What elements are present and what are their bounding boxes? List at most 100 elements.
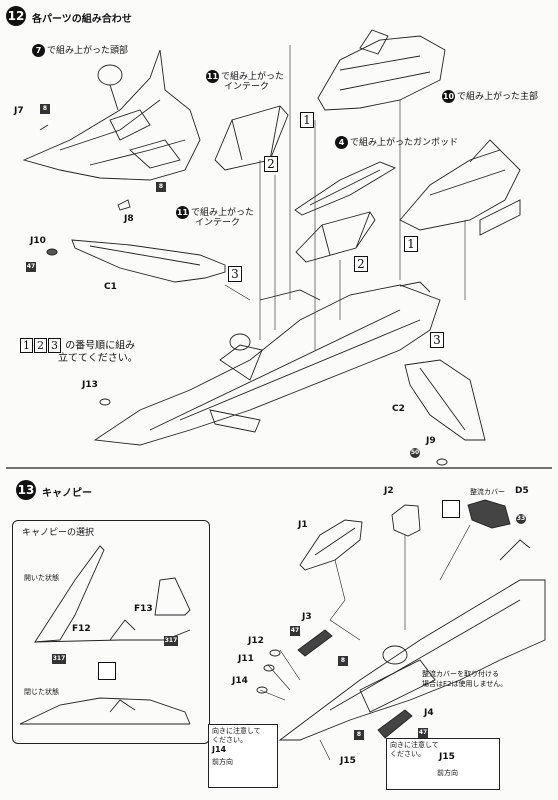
paint-code-47a: 47 xyxy=(290,626,300,636)
part-label-j7: J7 xyxy=(14,106,24,116)
fairing-note-line1: 整流カバーを取り付ける xyxy=(422,670,499,678)
part-label-j2: J2 xyxy=(384,486,394,496)
direction-note-right: 向きに注意して ください。 J15 前方向 xyxy=(386,738,500,790)
order-note-line2: 立ててください。 xyxy=(58,353,138,364)
part-label-c1: C1 xyxy=(104,282,117,292)
part-label-j13: J13 xyxy=(82,380,98,390)
step-13-title: キャノピー xyxy=(42,488,92,499)
callout-gunpod-number: 4 xyxy=(335,136,348,149)
step-12-title: 各パーツの組み合わせ xyxy=(32,14,132,25)
callout-intake-upper-text1: で組み上がった xyxy=(221,72,285,82)
main-body-drawing xyxy=(399,139,521,236)
step-12-number: 12 xyxy=(6,6,26,26)
direction-left-front: 前方向 xyxy=(212,758,233,766)
part-j4-drawing xyxy=(377,709,413,739)
intake-upper-drawing xyxy=(214,105,289,171)
head-assembly-drawing xyxy=(22,49,201,211)
order-box-2b: 2 xyxy=(354,256,368,272)
canopy-j2-drawing xyxy=(391,504,421,537)
paint-code-8b: 8 xyxy=(156,182,166,192)
canopy-selection-panel xyxy=(12,520,210,744)
part-label-c2: C2 xyxy=(392,404,405,414)
direction-left-part: J14 xyxy=(212,745,227,754)
paint-code-8d: 8 xyxy=(354,730,364,740)
callout-head-number: 7 xyxy=(32,44,45,57)
callout-intake-lower-text1: で組み上がった xyxy=(191,208,255,218)
gunpod-drawing xyxy=(294,161,397,216)
part-label-j15: J15 xyxy=(340,756,356,766)
callout-intake-lower-number: 11 xyxy=(176,206,189,219)
canopy-j1-drawing xyxy=(299,519,363,571)
step-13-number: 13 xyxy=(16,480,36,500)
order-box-1a: 1 xyxy=(300,112,314,128)
canopy-open-drawing xyxy=(34,545,191,643)
part-label-f13: F13 xyxy=(134,604,153,614)
direction-note-left: 向きに注意して ください。 J14 前方向 xyxy=(208,724,278,788)
direction-right-part: J15 xyxy=(439,752,455,762)
wing-c2-drawing xyxy=(404,359,486,441)
callout-intake-upper-text2: インテーク xyxy=(224,82,270,92)
part-label-j12: J12 xyxy=(248,636,264,646)
fairing-d5-drawing xyxy=(467,499,511,529)
wing-c1-drawing xyxy=(71,239,226,283)
fit-symbol-icon-2 xyxy=(442,500,460,518)
direction-right-line2: ください。 xyxy=(390,750,425,758)
fairing-note-line2: 場合はF2は使用しません。 xyxy=(422,680,508,688)
callout-gunpod-text: で組み上がったガンポッド xyxy=(350,138,459,148)
direction-right-line1: 向きに注意して xyxy=(390,741,439,749)
paint-code-8c: 8 xyxy=(338,656,348,666)
callout-main-body-text: で組み上がった主部 xyxy=(457,92,539,102)
part-label-j14: J14 xyxy=(232,676,248,686)
part-label-j10: J10 xyxy=(30,236,46,246)
canopy-closed-label: 閉じた状態 xyxy=(24,688,59,696)
direction-left-line2: ください。 xyxy=(212,736,247,744)
order-box-1b: 1 xyxy=(404,236,418,252)
paint-code-33: 33 xyxy=(516,514,526,524)
fuselage-drawing xyxy=(93,281,441,446)
order-note-box-1: 1 xyxy=(20,338,33,353)
order-box-3a: 3 xyxy=(228,266,242,282)
callout-intake-upper-number: 11 xyxy=(206,70,219,83)
part-label-j8: J8 xyxy=(124,214,134,224)
callout-head-text: で組み上がった頭部 xyxy=(47,46,129,56)
part-label-j1: J1 xyxy=(298,520,308,530)
callout-main-body-number: 10 xyxy=(442,90,455,103)
order-box-3b: 3 xyxy=(430,332,444,348)
forward-fuselage-drawing xyxy=(278,539,546,741)
part-label-j4: J4 xyxy=(424,708,434,718)
callout-intake-lower-text2: インテーク xyxy=(195,218,241,228)
paint-code-8a: 8 xyxy=(40,104,50,114)
part-label-j3: J3 xyxy=(302,612,312,622)
intake-lower-drawing xyxy=(295,211,376,263)
paint-code-317b: 317 xyxy=(164,636,178,646)
part-label-j11: J11 xyxy=(238,654,254,664)
upper-body-drawing xyxy=(317,29,446,111)
direction-right-front: 前方向 xyxy=(437,769,458,777)
part-j3-drawing xyxy=(297,629,333,657)
paint-code-50: 50 xyxy=(410,448,420,458)
fit-symbol-icon xyxy=(98,662,116,680)
canopy-closed-drawing xyxy=(19,697,191,725)
part-label-j9: J9 xyxy=(426,436,436,446)
canopy-open-label: 開いた状態 xyxy=(24,574,59,582)
paint-code-47: 47 xyxy=(26,262,36,272)
paint-code-317a: 317 xyxy=(52,654,66,664)
paint-code-47b: 47 xyxy=(418,728,428,738)
part-label-d5: D5 xyxy=(515,486,529,496)
order-note-box-3: 3 xyxy=(48,338,61,353)
order-note-line1: の番号順に組み xyxy=(65,340,136,352)
order-box-2a: 2 xyxy=(264,156,278,172)
part-label-f12: F12 xyxy=(72,624,91,634)
direction-left-line1: 向きに注意して xyxy=(212,727,261,735)
canopy-selection-title: キャノピーの選択 xyxy=(22,528,95,538)
fairing-label: 整流カバー xyxy=(470,488,505,496)
order-note-box-2: 2 xyxy=(34,338,47,353)
